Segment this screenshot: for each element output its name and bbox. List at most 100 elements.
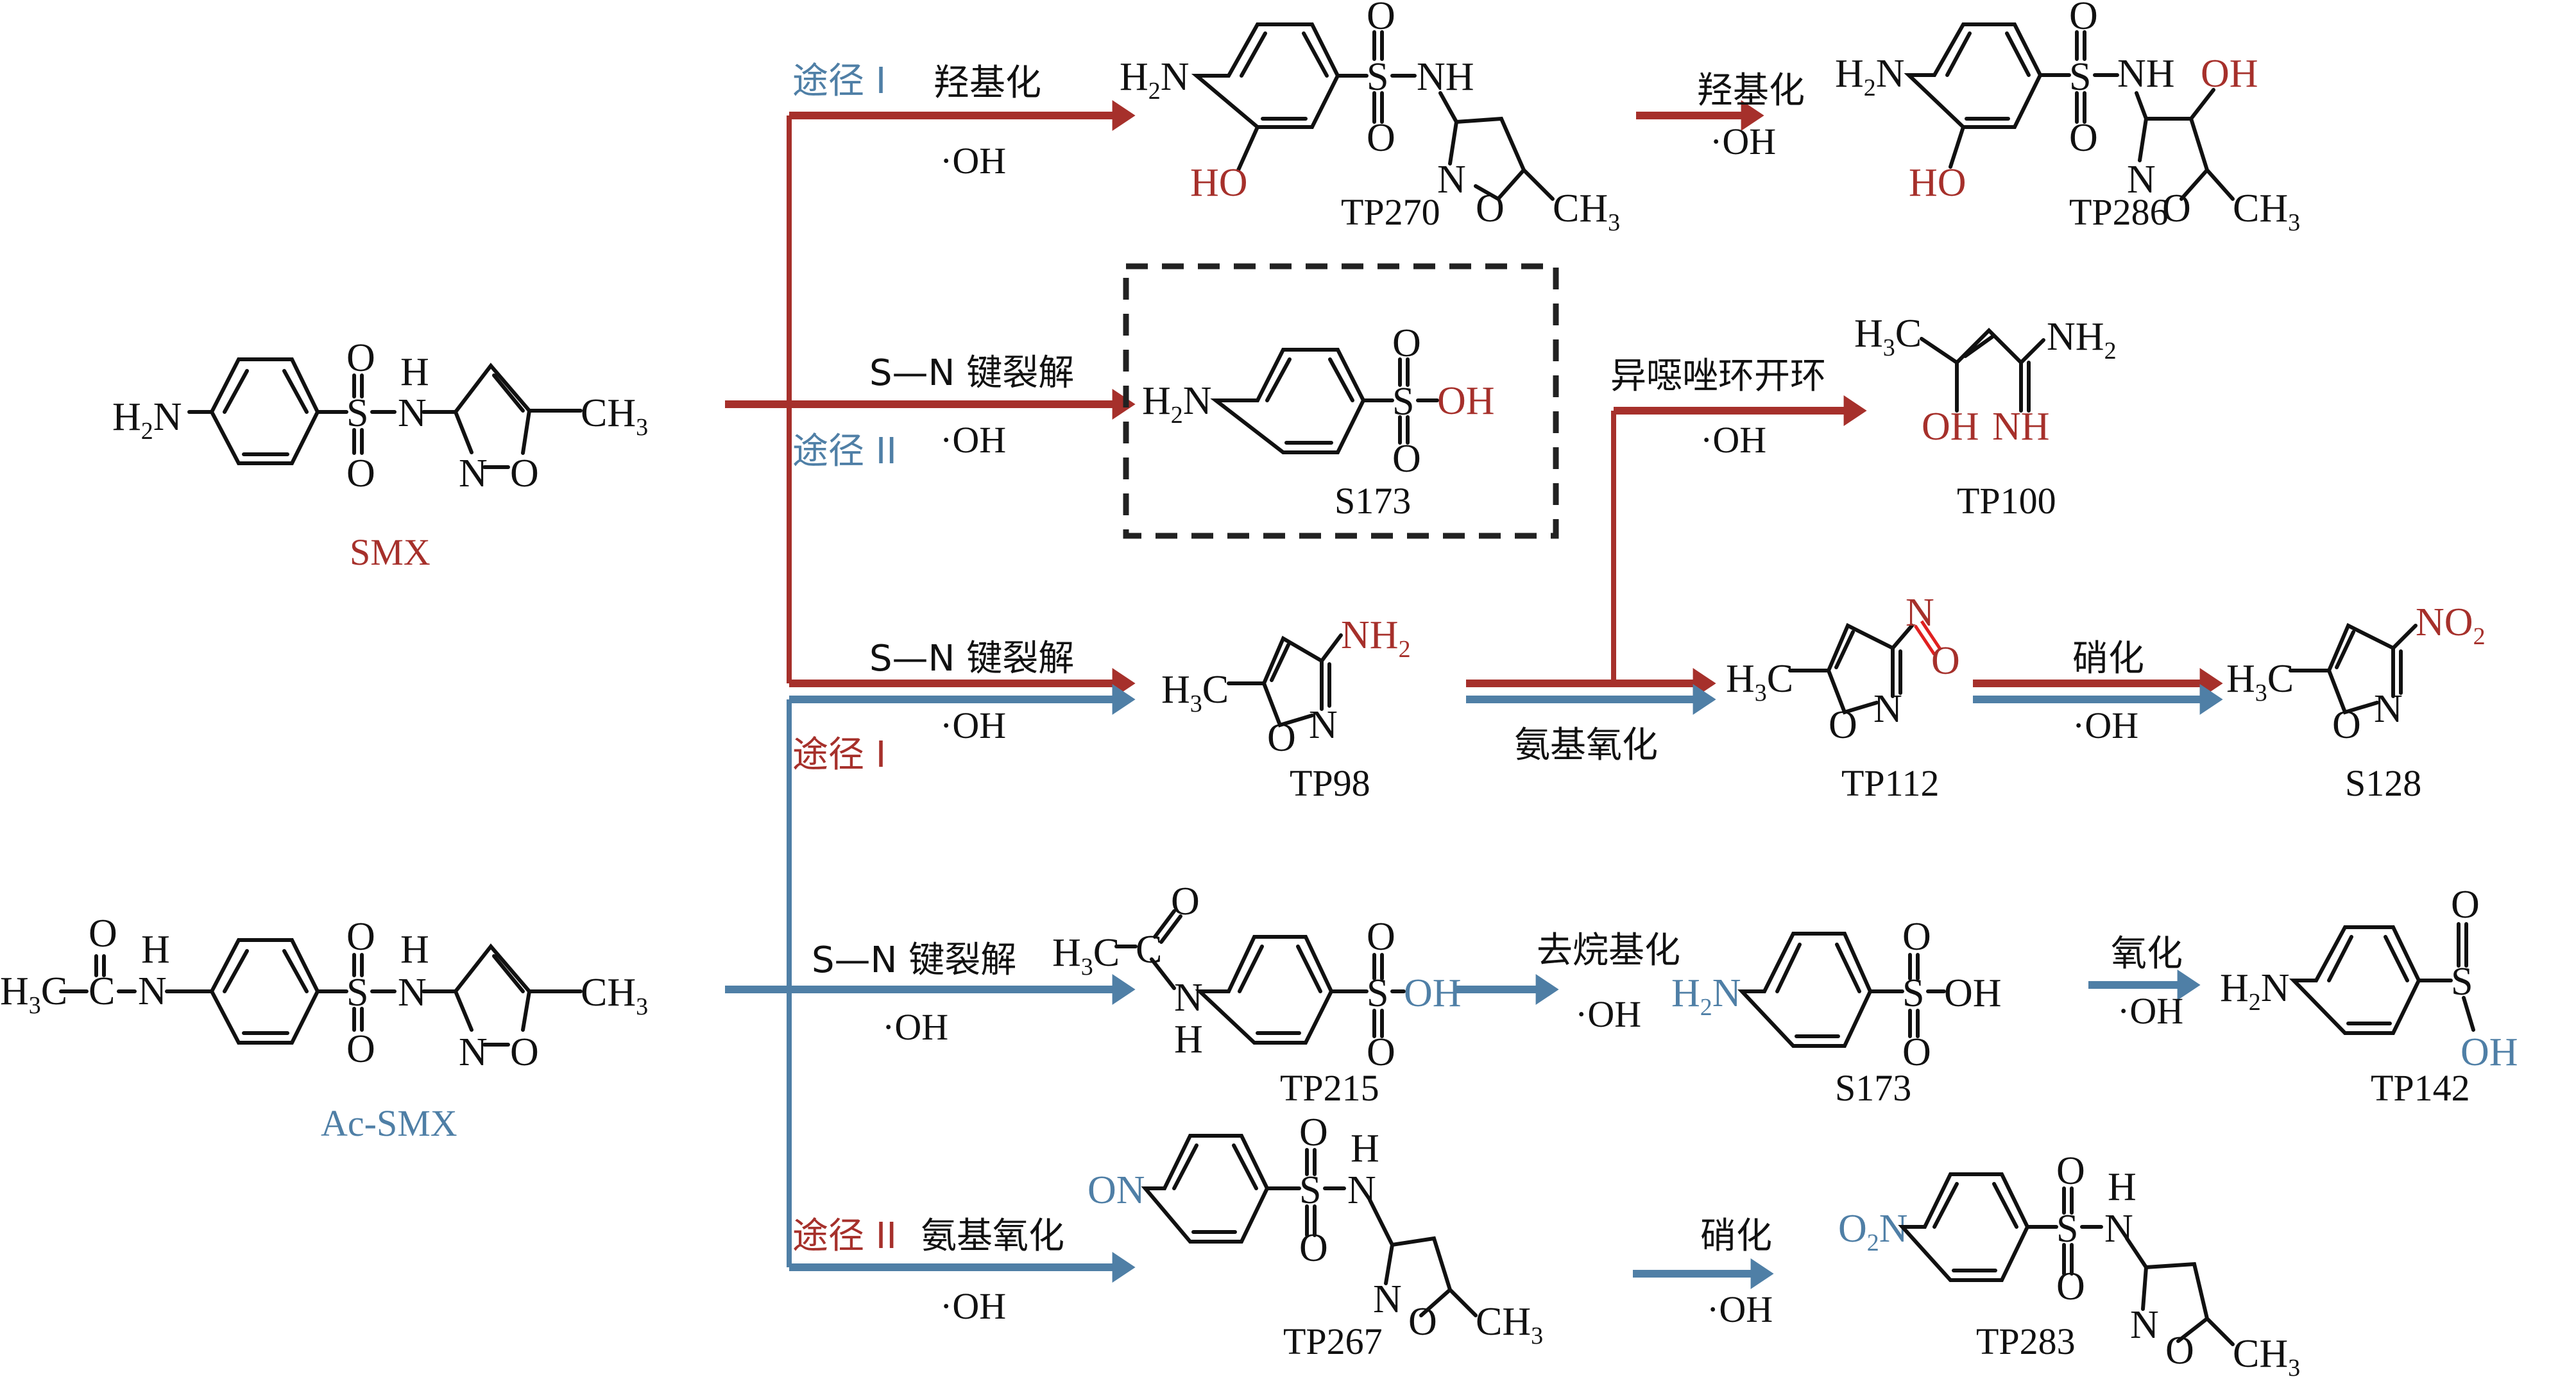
tp286-structure: H2N HO S O O NH OH N O CH3 (1835, 0, 2300, 236)
tp100-structure: H3C NH2 OH NH (1854, 312, 2117, 449)
svg-text:N: N (1309, 703, 1338, 747)
svg-text:S: S (1299, 1168, 1321, 1212)
s173-boxed-structure: H2N S O O OH (1142, 321, 1495, 481)
svg-text:O: O (346, 915, 375, 959)
svg-text:S: S (1902, 971, 1924, 1015)
smx-methyl: CH3 (581, 391, 648, 441)
reagent-oh-10: ·OH (2117, 990, 2183, 1032)
svg-text:C: C (89, 970, 115, 1013)
tp112-label: TP112 (1841, 762, 1940, 804)
tp283-label: TP283 (1976, 1321, 2076, 1362)
pathway-label-blue-ii: 途径 II (792, 1215, 897, 1257)
svg-text:S: S (2069, 55, 2091, 99)
svg-text:S: S (346, 971, 368, 1014)
tp98-structure: H3C NH2 O N (1161, 613, 1411, 760)
reagent-oh-2: ·OH (940, 419, 1006, 461)
svg-text:O: O (1299, 1111, 1328, 1154)
svg-text:H3C: H3C (2226, 657, 2294, 706)
tp100-label: TP100 (1957, 480, 2056, 522)
reaction-nitration-2: 硝化 (1700, 1215, 1772, 1257)
svg-text:C: C (1136, 928, 1162, 971)
tp270-structure: H2N HO S O O NH N O CH3 (1120, 0, 1620, 236)
pathway-label-blue-i: 途径 I (792, 734, 886, 776)
svg-text:CH3: CH3 (2233, 187, 2300, 236)
smx-structure: H2N S O O N H N O CH3 (112, 336, 648, 495)
svg-text:N: N (398, 391, 427, 435)
s173-label: S173 (1835, 1067, 1911, 1109)
pathway-label-red-ii: 途径 II (792, 431, 897, 472)
svg-text:N: N (1873, 687, 1902, 731)
reaction-hydroxylation-1: 羟基化 (934, 62, 1041, 104)
reagent-oh-7: ·OH (1700, 419, 1766, 461)
svg-text:H: H (141, 928, 170, 971)
tp112-nitroso-n: N (1906, 591, 1934, 635)
svg-text:CH3: CH3 (2233, 1332, 2300, 1382)
smx-sulfur: S (346, 391, 368, 435)
tp142-structure: H2N S O OH (2220, 883, 2518, 1074)
svg-text:S: S (2451, 960, 2473, 1004)
svg-text:H2N: H2N (1120, 55, 1190, 105)
reaction-oxidation: 氧化 (2111, 933, 2183, 975)
svg-text:N: N (1373, 1278, 1402, 1321)
svg-text:H: H (1351, 1127, 1379, 1170)
svg-text:N: N (459, 1031, 488, 1074)
svg-text:N: N (2374, 687, 2403, 731)
svg-text:H3C: H3C (1052, 931, 1120, 980)
s128-nitro: NO2 (2416, 601, 2486, 650)
svg-text:H3C: H3C (1161, 668, 1229, 717)
reaction-hydroxylation-2: 羟基化 (1697, 70, 1805, 112)
tp267-label: TP267 (1283, 1321, 1383, 1362)
s173-boxed-label: S173 (1335, 480, 1411, 522)
tp286-hydroxyl-isoxazole: OH (2201, 52, 2258, 96)
tp142-hydroxyl: OH (2461, 1031, 2518, 1074)
svg-text:H2N: H2N (2220, 966, 2290, 1016)
svg-text:O: O (346, 1027, 375, 1071)
svg-text:N: N (1174, 976, 1203, 1020)
smx-label: SMX (350, 531, 431, 573)
tp283-nitro: O2N (1838, 1207, 1908, 1256)
tp215-structure: H3C C O N H S O O OH (1052, 880, 1462, 1074)
svg-text:H: H (2108, 1165, 2137, 1209)
svg-text:O: O (510, 452, 539, 495)
reagent-oh-5: ·OH (940, 1285, 1006, 1327)
reaction-nitration-1: 硝化 (2072, 638, 2144, 680)
svg-text:CH3: CH3 (1553, 187, 1620, 236)
svg-text:H: H (400, 350, 429, 394)
svg-text:OH: OH (1944, 971, 2002, 1015)
tp267-nitroso: ON (1088, 1168, 1145, 1212)
svg-text:H2N: H2N (1835, 52, 1905, 101)
s173-highlight-box (1123, 263, 1559, 539)
reagent-oh-6: ·OH (1710, 121, 1776, 162)
svg-text:O: O (1267, 716, 1296, 760)
tp267-structure: ON S O O N H N O CH3 (1088, 1111, 1543, 1349)
svg-text:CH3: CH3 (1476, 1300, 1543, 1349)
svg-text:O: O (1408, 1300, 1437, 1344)
ac-smx-structure: H3C C O N H S O O N H N O CH3 (0, 912, 648, 1074)
svg-text:O: O (510, 1031, 539, 1074)
svg-text:O: O (2162, 187, 2191, 230)
svg-text:O: O (1171, 880, 1200, 923)
tp100-hydroxyl: OH (1922, 405, 1979, 449)
reaction-sn-cleavage-1: S—N 键裂解 (869, 352, 1074, 394)
svg-text:O: O (2056, 1149, 2085, 1193)
reaction-amino-oxidation-1: 氨基氧化 (921, 1215, 1064, 1257)
svg-text:O: O (2332, 703, 2361, 747)
svg-text:H: H (1174, 1018, 1203, 1061)
tp112-nitroso-o: O (1931, 639, 1960, 683)
svg-text:NH: NH (2117, 52, 2175, 96)
tp142-label: TP142 (2371, 1067, 2470, 1109)
svg-text:O: O (1476, 187, 1505, 230)
svg-text:S: S (2056, 1207, 2078, 1251)
reaction-sn-cleavage-2: S—N 键裂解 (869, 638, 1074, 680)
svg-text:O: O (89, 912, 117, 955)
svg-text:N: N (1437, 158, 1466, 201)
s128-label: S128 (2345, 762, 2421, 804)
s173-structure: H2N S O O OH (1671, 915, 2002, 1074)
svg-text:O: O (1829, 703, 1857, 747)
svg-text:N: N (2130, 1303, 2159, 1347)
svg-text:S: S (1367, 971, 1388, 1015)
tp215-label: TP215 (1280, 1067, 1379, 1109)
tp100-imine: NH (1992, 405, 2050, 449)
smx-amine: H2N (112, 395, 182, 445)
